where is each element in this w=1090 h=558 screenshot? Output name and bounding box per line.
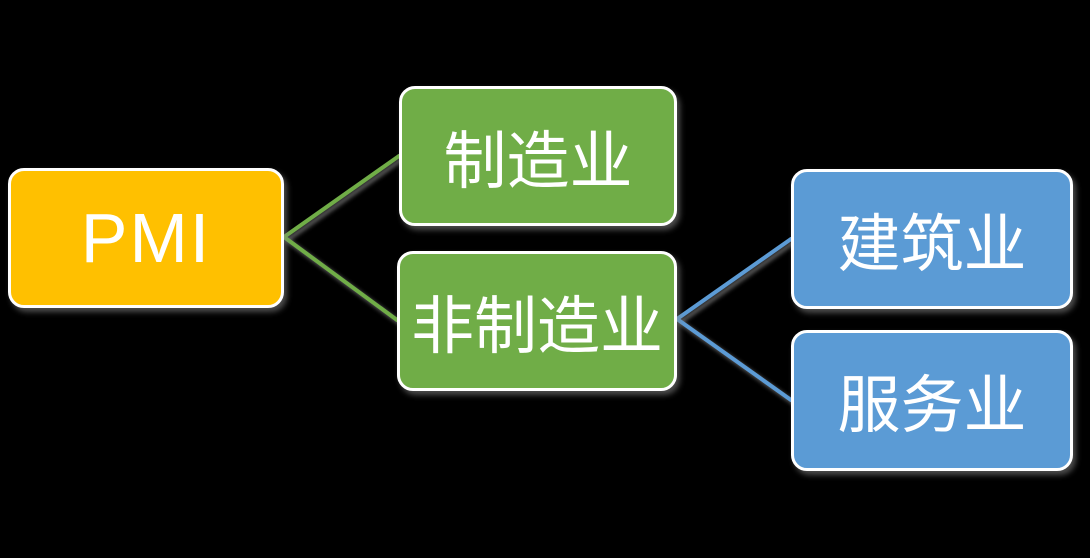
node-construction-label: 建筑业 xyxy=(837,209,1027,280)
node-services-label: 服务业 xyxy=(837,371,1027,441)
node-manufacturing: 制造业 xyxy=(399,86,677,226)
edge-non-manufacturing-to-construction xyxy=(675,237,793,321)
edge-non-manufacturing-to-services xyxy=(675,317,793,402)
edge-pmi-to-non-manufacturing xyxy=(282,235,399,322)
node-manufacturing-label: 制造业 xyxy=(443,126,633,197)
node-services: 服务业 xyxy=(791,330,1073,471)
node-non-manufacturing: 非制造业 xyxy=(397,251,677,391)
node-pmi-label: PMI xyxy=(80,199,212,277)
node-non-manufacturing-label: 非制造业 xyxy=(411,291,663,362)
node-pmi: PMI xyxy=(8,168,284,308)
edge-pmi-to-manufacturing xyxy=(282,154,401,239)
node-construction: 建筑业 xyxy=(791,169,1073,309)
